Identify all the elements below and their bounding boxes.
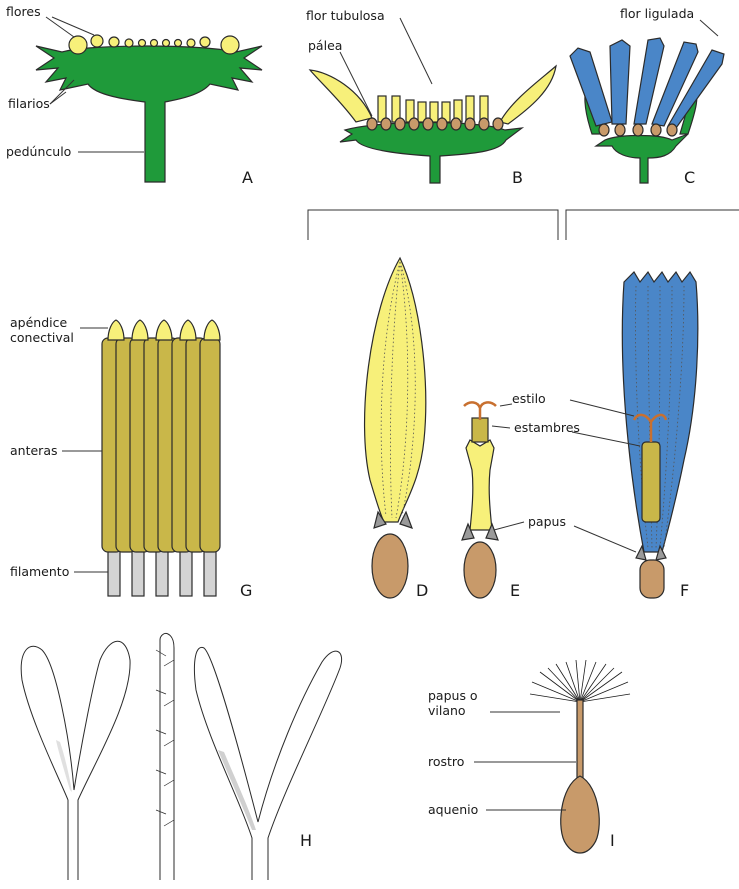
receptacle-a <box>36 46 262 182</box>
style-h-3 <box>194 647 341 880</box>
achene-f <box>640 560 664 598</box>
panel-d-ray-floret: D <box>365 258 429 600</box>
panel-letter-f: F <box>680 581 689 600</box>
achene-d <box>372 534 408 598</box>
label-filarios: filarios <box>8 96 50 111</box>
label-apendice-1: apéndice <box>10 315 67 330</box>
label-flor-tubulosa: flor tubulosa <box>306 8 385 23</box>
label-filamento: filamento <box>10 564 69 579</box>
bracket-left <box>308 210 558 240</box>
panel-g-anthers: apéndice conectival anteras filamento G <box>10 315 252 600</box>
label-flores: flores <box>6 4 41 19</box>
bracket-right <box>566 210 739 240</box>
panel-e-disc-floret: estilo estambres papus E <box>462 391 580 600</box>
appendages-g <box>108 320 220 340</box>
ray-left-b <box>310 70 372 122</box>
achene-i <box>561 776 600 853</box>
label-anteras: anteras <box>10 443 58 458</box>
label-estambres: estambres <box>514 420 580 435</box>
beak-i <box>577 700 583 780</box>
panel-f-ligulate-floret: F <box>570 272 698 600</box>
label-apendice-2: conectival <box>10 330 74 345</box>
corolla-e <box>466 440 494 530</box>
label-estilo: estilo <box>512 391 546 406</box>
label-aquenio: aquenio <box>428 802 478 817</box>
panel-letter-c: C <box>684 168 695 187</box>
panel-letter-h: H <box>300 831 312 850</box>
achene-e <box>464 542 496 598</box>
label-papus-vilano-1: papus o <box>428 688 478 703</box>
style-h-1 <box>21 641 130 880</box>
panel-a-capitulum: flores filarios pedúnculo A <box>6 4 262 187</box>
ligule-d <box>365 258 426 522</box>
stamens-e <box>472 418 488 442</box>
label-papus-vilano-2: vilano <box>428 703 466 718</box>
panel-letter-e: E <box>510 581 520 600</box>
label-pedunculo: pedúnculo <box>6 144 71 159</box>
panel-c-ligulate-capitulum: flor ligulada C <box>570 6 724 187</box>
pappus-i <box>530 660 630 702</box>
panel-letter-g: G <box>240 581 252 600</box>
label-papus: papus <box>528 514 566 529</box>
filaments-g <box>108 548 216 596</box>
label-flor-ligulada: flor ligulada <box>620 6 694 21</box>
panel-letter-i: I <box>610 831 615 850</box>
label-palea: pálea <box>308 38 342 53</box>
style-h-2 <box>156 633 174 880</box>
panel-letter-d: D <box>416 581 428 600</box>
panel-letter-a: A <box>242 168 253 187</box>
panel-i-achene: papus o vilano rostro aquenio I <box>428 660 630 853</box>
receptacle-c <box>596 134 688 183</box>
receptacle-b <box>340 123 522 184</box>
label-rostro: rostro <box>428 754 464 769</box>
panel-h-styles: H <box>21 633 341 880</box>
anthers-g <box>102 338 220 552</box>
panel-letter-b: B <box>512 168 523 187</box>
ray-right-b <box>500 66 556 124</box>
stamens-f <box>642 442 660 522</box>
style-e <box>464 402 496 420</box>
panel-b-tubular-capitulum: flor tubulosa pálea B <box>306 8 556 187</box>
